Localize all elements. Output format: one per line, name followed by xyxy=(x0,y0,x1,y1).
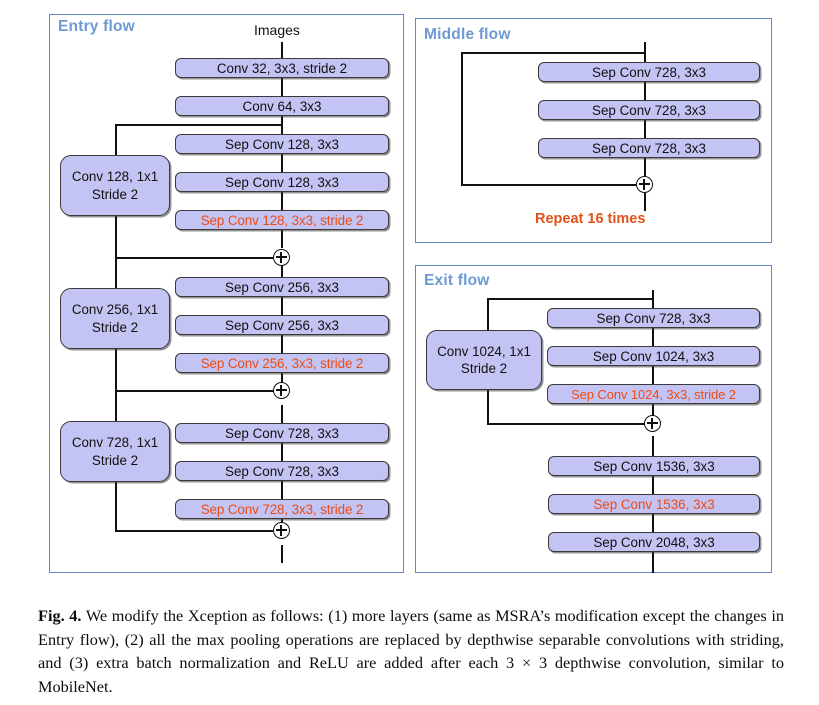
entry-spine-11 xyxy=(281,443,283,461)
exit-skip-bottom xyxy=(487,423,646,425)
entry-shortcut-conv128[interactable]: Conv 128, 1x1 Stride 2 xyxy=(60,155,170,216)
middle-skip-bottom xyxy=(461,184,638,186)
entry-spine-4 xyxy=(281,192,283,210)
entry-input-line xyxy=(281,42,283,58)
entry-block-10[interactable]: Sep Conv 728, 3x3, stride 2 xyxy=(175,499,389,519)
entry-block-0[interactable]: Conv 32, 3x3, stride 2 xyxy=(175,58,389,78)
middle-skip-top xyxy=(461,52,646,54)
figure-caption: Fig. 4. We modify the Xception as follow… xyxy=(38,604,784,699)
middle-skip-left xyxy=(461,52,463,186)
middle-spine-3 xyxy=(644,158,646,176)
middle-repeat-label: Repeat 16 times xyxy=(535,211,646,227)
exit-skip-left-lower xyxy=(487,389,489,425)
exit-spine-5 xyxy=(652,476,654,494)
entry-skip1-left-upper xyxy=(115,124,117,155)
entry-skip1-bottom xyxy=(115,257,275,259)
entry-skip2-left-upper xyxy=(115,257,117,288)
middle-spine-2 xyxy=(644,120,646,138)
entry-block-9[interactable]: Sep Conv 728, 3x3 xyxy=(175,461,389,481)
exit-spine-1 xyxy=(652,328,654,346)
exit-block-3[interactable]: Sep Conv 1536, 3x3 xyxy=(548,456,760,476)
entry-spine-14 xyxy=(281,545,283,563)
panel-title-entry-flow: Entry flow xyxy=(58,18,135,35)
entry-sum-node-3 xyxy=(273,522,290,539)
entry-spine-1 xyxy=(281,78,283,96)
entry-spine-5 xyxy=(281,230,283,248)
entry-spine-13 xyxy=(281,513,283,525)
shortcut-line-1: Conv 128, 1x1 xyxy=(71,169,159,185)
exit-shortcut-conv1024[interactable]: Conv 1024, 1x1 Stride 2 xyxy=(426,330,542,390)
shortcut-line-2: Stride 2 xyxy=(460,361,508,376)
exit-block-1[interactable]: Sep Conv 1024, 3x3 xyxy=(547,346,760,366)
entry-block-3[interactable]: Sep Conv 128, 3x3 xyxy=(175,172,389,192)
exit-block-2[interactable]: Sep Conv 1024, 3x3, stride 2 xyxy=(547,384,760,404)
entry-skip2-left-lower xyxy=(115,349,117,392)
entry-shortcut-conv256[interactable]: Conv 256, 1x1 Stride 2 xyxy=(60,288,170,349)
exit-block-0[interactable]: Sep Conv 728, 3x3 xyxy=(547,308,760,328)
exit-skip-left-upper xyxy=(487,298,489,330)
entry-skip1-left-lower xyxy=(115,216,117,259)
exit-spine-3 xyxy=(652,404,654,416)
middle-sum-node xyxy=(636,176,653,193)
exit-sum-node xyxy=(644,415,661,432)
entry-spine-3 xyxy=(281,154,283,172)
entry-spine-6 xyxy=(281,265,283,277)
shortcut-line-2: Stride 2 xyxy=(91,452,139,468)
shortcut-line-1: Conv 1024, 1x1 xyxy=(437,343,531,359)
middle-block-1[interactable]: Sep Conv 728, 3x3 xyxy=(538,100,760,120)
exit-spine-6 xyxy=(652,514,654,532)
panel-middle-flow xyxy=(415,18,772,243)
entry-block-2[interactable]: Sep Conv 128, 3x3 xyxy=(175,134,389,154)
shortcut-line-2: Stride 2 xyxy=(91,319,139,335)
middle-spine-1 xyxy=(644,82,646,100)
entry-input-label: Images xyxy=(254,22,300,38)
entry-sum-node-2 xyxy=(273,382,290,399)
entry-skip3-left-upper xyxy=(115,390,117,421)
exit-block-5[interactable]: Sep Conv 2048, 3x3 xyxy=(548,532,760,552)
entry-sum-node-1 xyxy=(273,249,290,266)
entry-skip2-bottom xyxy=(115,390,275,392)
xception-architecture-figure: Entry flow Images Conv 128, 1x1 Stride 2… xyxy=(49,14,772,573)
entry-spine-10 xyxy=(281,405,283,423)
entry-spine-9 xyxy=(281,373,283,385)
middle-spine-out xyxy=(644,193,646,211)
exit-block-4[interactable]: Sep Conv 1536, 3x3 xyxy=(548,494,760,514)
panel-title-exit-flow: Exit flow xyxy=(424,272,490,289)
entry-block-7[interactable]: Sep Conv 256, 3x3, stride 2 xyxy=(175,353,389,373)
caption-figure-number: Fig. 4. xyxy=(38,606,82,625)
shortcut-line-1: Conv 256, 1x1 xyxy=(71,302,159,318)
entry-skip3-left-lower xyxy=(115,482,117,530)
entry-block-8[interactable]: Sep Conv 728, 3x3 xyxy=(175,423,389,443)
shortcut-line-2: Stride 2 xyxy=(91,186,139,202)
entry-spine-12 xyxy=(281,481,283,499)
exit-skip-top xyxy=(487,298,654,300)
caption-text: We modify the Xception as follows: (1) m… xyxy=(38,606,784,696)
entry-block-1[interactable]: Conv 64, 3x3 xyxy=(175,96,389,116)
exit-spine-4 xyxy=(652,436,654,456)
entry-spine-8 xyxy=(281,335,283,353)
middle-block-2[interactable]: Sep Conv 728, 3x3 xyxy=(538,138,760,158)
middle-block-0[interactable]: Sep Conv 728, 3x3 xyxy=(538,62,760,82)
shortcut-line-1: Conv 728, 1x1 xyxy=(71,435,159,451)
entry-shortcut-conv728[interactable]: Conv 728, 1x1 Stride 2 xyxy=(60,421,170,482)
entry-skip1-top xyxy=(115,124,283,126)
panel-title-middle-flow: Middle flow xyxy=(424,26,511,43)
entry-block-6[interactable]: Sep Conv 256, 3x3 xyxy=(175,315,389,335)
exit-spine-out xyxy=(652,552,654,573)
exit-spine-2 xyxy=(652,366,654,384)
entry-spine-7 xyxy=(281,297,283,315)
entry-skip3-bottom xyxy=(115,530,275,532)
entry-block-4[interactable]: Sep Conv 128, 3x3, stride 2 xyxy=(175,210,389,230)
entry-block-5[interactable]: Sep Conv 256, 3x3 xyxy=(175,277,389,297)
